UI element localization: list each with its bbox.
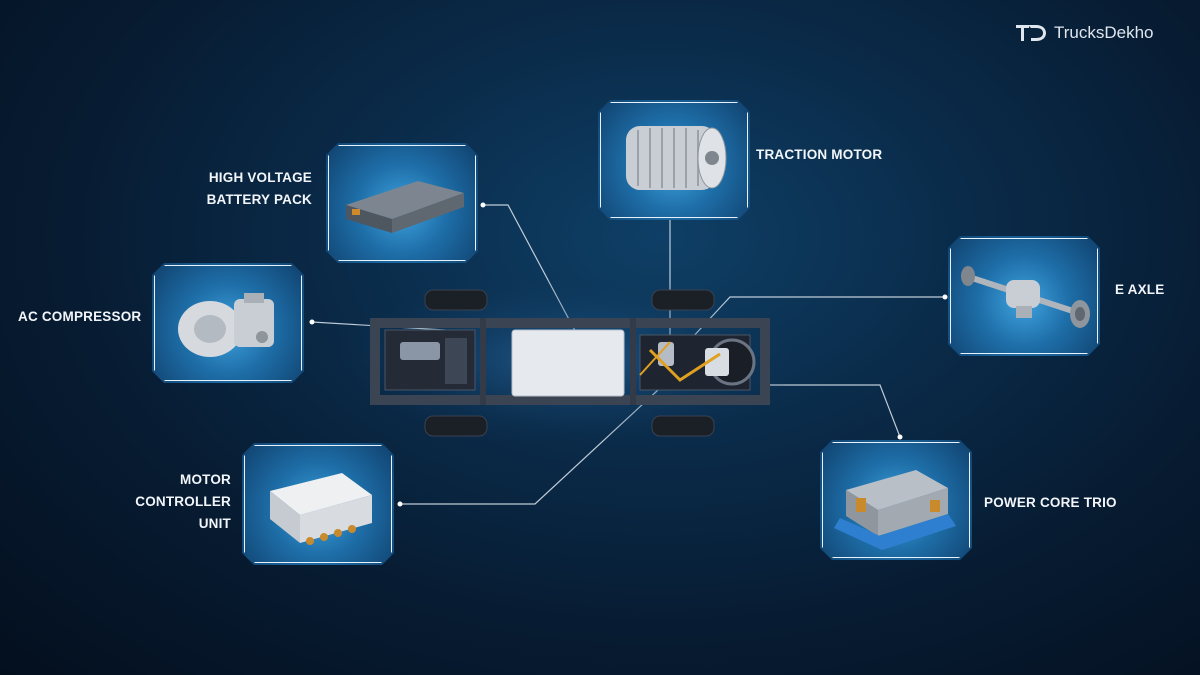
rear-left-wheel — [652, 290, 714, 310]
front-left-wheel — [425, 290, 487, 310]
power-core-label: POWER CORE TRIO — [984, 492, 1117, 514]
mcu-dot — [398, 502, 403, 507]
ac-compressor-label: AC COMPRESSOR — [18, 306, 141, 328]
e-axle-label: E AXLE — [1115, 279, 1164, 301]
rear-right-wheel — [652, 416, 714, 436]
power-core-card — [820, 440, 972, 560]
battery-pack-label: HIGH VOLTAGE BATTERY PACK — [180, 167, 312, 211]
eaxle-dot — [943, 295, 948, 300]
battery-dot — [481, 203, 486, 208]
traction-motor-card — [598, 100, 750, 220]
truck-chassis — [340, 280, 790, 440]
motor-controller-label: MOTOR CONTROLLER UNIT — [120, 469, 231, 535]
e-axle-card — [948, 236, 1100, 356]
motor-controller-card — [242, 443, 394, 565]
ac-compressor-card — [152, 263, 304, 383]
power-dot — [898, 435, 903, 440]
battery-pack-card — [326, 143, 478, 263]
traction-motor-label: TRACTION MOTOR — [756, 144, 882, 166]
front-right-wheel — [425, 416, 487, 436]
chassis-battery — [512, 330, 624, 396]
ac-dot — [310, 320, 315, 325]
